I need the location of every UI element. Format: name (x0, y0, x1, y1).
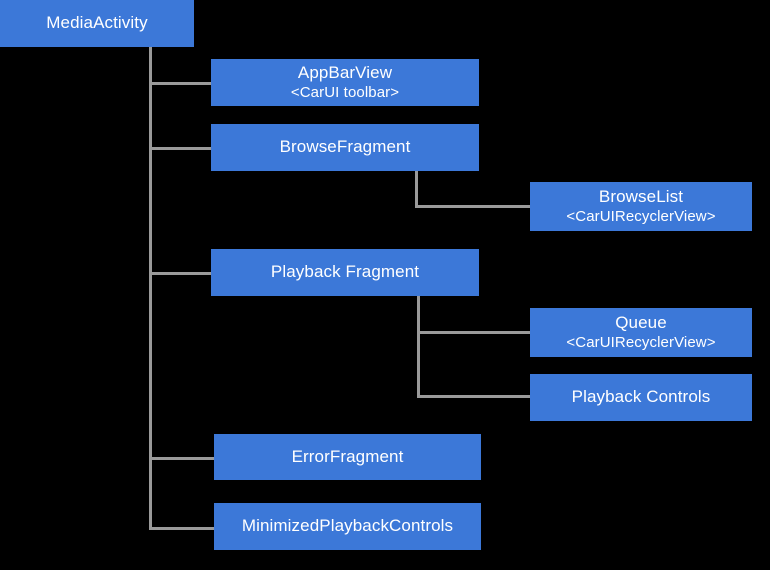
node-app-bar-view[interactable]: AppBarView<CarUI toolbar> (211, 59, 479, 106)
connector-branch-playback (149, 272, 212, 275)
node-title: BrowseList (598, 187, 684, 207)
node-playback-fragment[interactable]: Playback Fragment (211, 249, 479, 296)
connector-branch-queue (417, 331, 532, 334)
node-title: Playback Controls (571, 387, 711, 407)
node-subtitle: <CarUI toolbar> (290, 84, 400, 102)
node-title: AppBarView (297, 63, 393, 83)
connector-branch-app-bar (149, 82, 212, 85)
connector-trunk-playback (417, 296, 420, 398)
node-title: ErrorFragment (291, 446, 404, 466)
connector-branch-browse-list (415, 205, 532, 208)
node-title: BrowseFragment (279, 137, 411, 157)
connector-trunk-main (149, 47, 152, 527)
node-queue[interactable]: Queue<CarUIRecyclerView> (530, 308, 752, 357)
connector-branch-error (149, 457, 215, 460)
node-minimized-playback-controls[interactable]: MinimizedPlaybackControls (214, 503, 481, 550)
node-browse-list[interactable]: BrowseList<CarUIRecyclerView> (530, 182, 752, 231)
node-error-fragment[interactable]: ErrorFragment (214, 434, 481, 480)
connector-branch-browse (149, 147, 212, 150)
node-title: MinimizedPlaybackControls (241, 516, 454, 536)
connector-branch-minimized (149, 527, 215, 530)
node-subtitle: <CarUIRecyclerView> (566, 208, 716, 226)
connector-trunk-browse (415, 171, 418, 207)
node-title: Playback Fragment (270, 262, 420, 282)
node-playback-controls[interactable]: Playback Controls (530, 374, 752, 421)
node-title: MediaActivity (46, 13, 148, 33)
node-browse-fragment[interactable]: BrowseFragment (211, 124, 479, 171)
node-media-activity[interactable]: MediaActivity (0, 0, 194, 47)
connector-branch-pb-controls (417, 395, 532, 398)
node-subtitle: <CarUIRecyclerView> (566, 334, 716, 352)
node-title: Queue (615, 313, 667, 333)
